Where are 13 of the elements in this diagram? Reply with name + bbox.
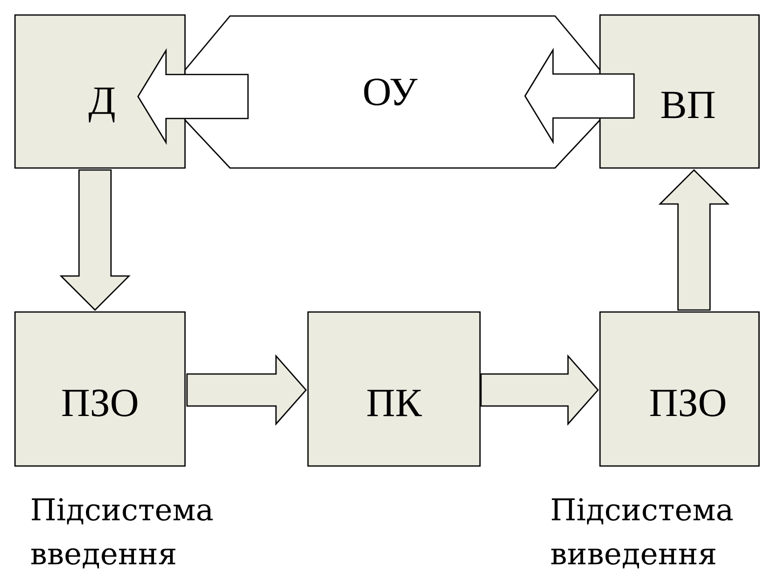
block-box: Д — [14, 14, 186, 169]
block-box: ПК — [307, 311, 481, 467]
block-arrow — [137, 48, 249, 145]
block-arrow — [658, 169, 730, 311]
block-box: ПЗО — [14, 311, 186, 467]
block-arrow — [480, 354, 599, 426]
block-box: ПЗО — [599, 311, 760, 467]
block-box: ВП — [599, 14, 760, 169]
block-arrow — [186, 354, 307, 426]
subsystem-caption: Підсистема введення — [31, 498, 213, 568]
subsystem-caption: Підсистема виведення — [551, 498, 733, 568]
block-arrow — [524, 48, 635, 144]
block-arrow — [59, 169, 131, 311]
